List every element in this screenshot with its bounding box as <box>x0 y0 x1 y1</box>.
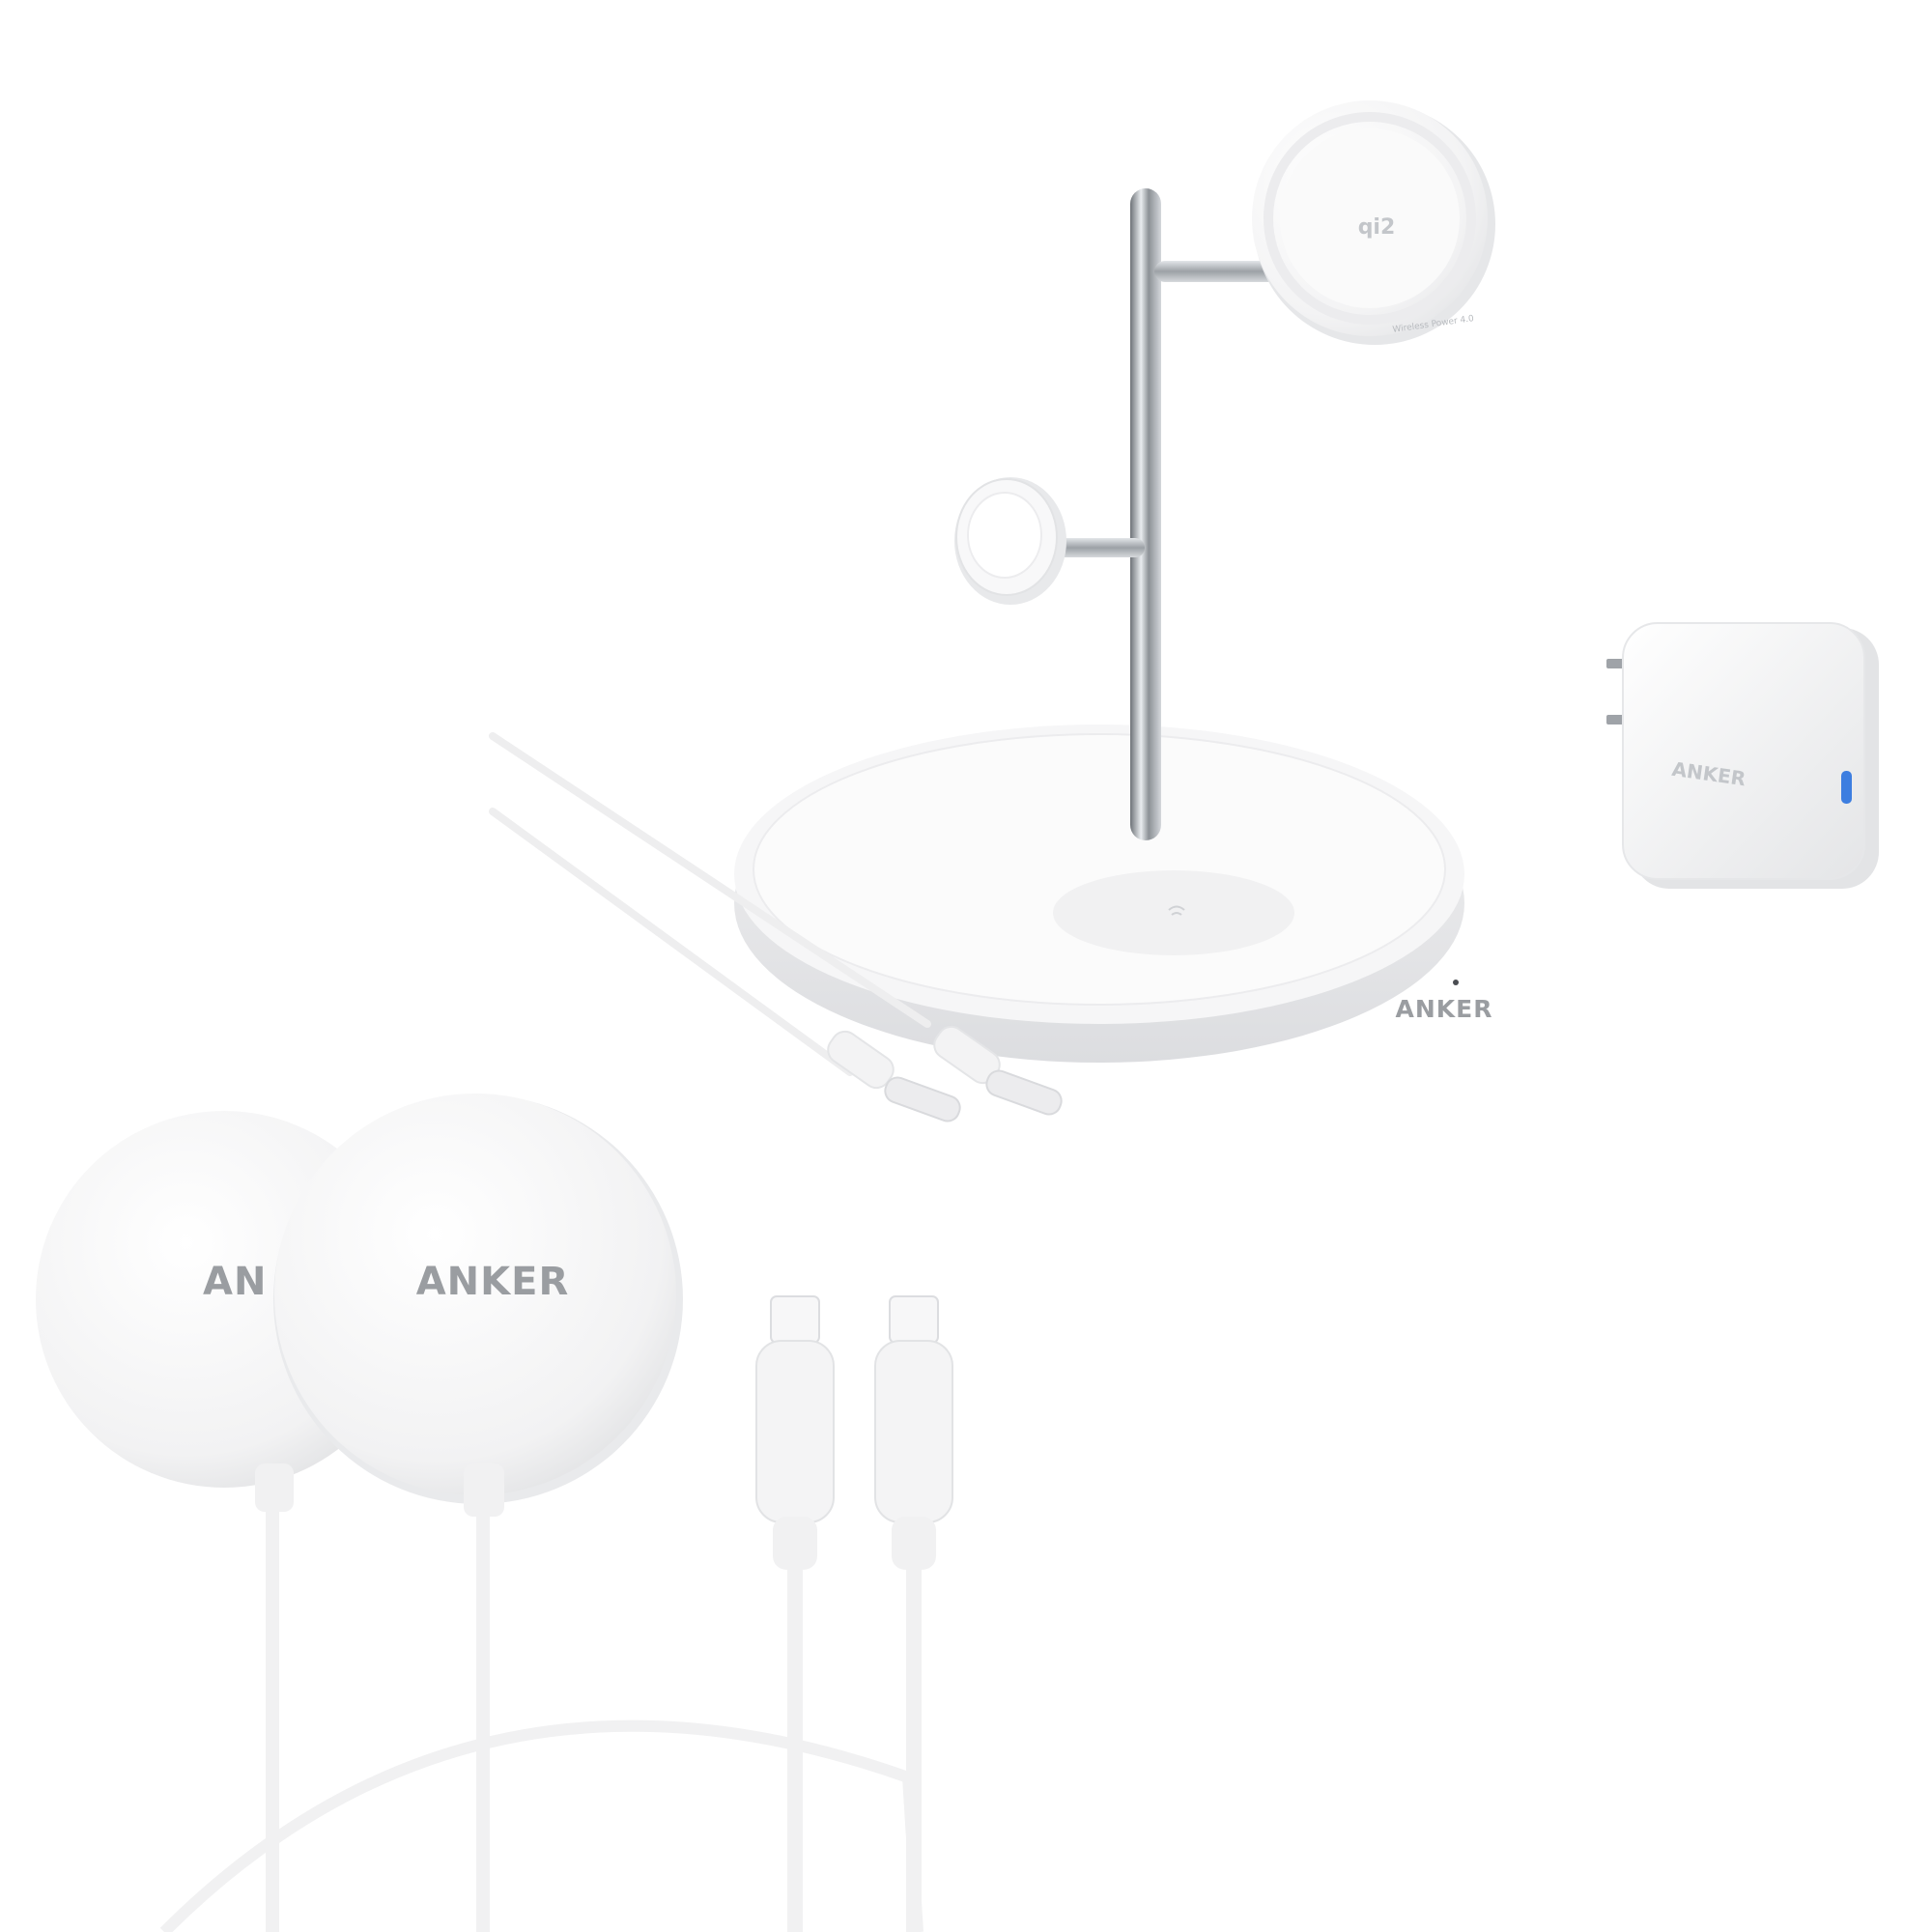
stand-brand-logo: ANKER <box>1396 995 1493 1023</box>
usb-c-cable-right <box>874 1295 953 1932</box>
qi2-logo: qi2 <box>1358 215 1396 240</box>
stand-base: ANKER <box>734 724 1492 1063</box>
stand-upper-arm <box>1154 261 1294 282</box>
magnetic-pad-right: ANKER <box>273 1094 683 1517</box>
cable-plug-right <box>933 1025 1063 1116</box>
pad-right-brand-logo: ANKER <box>416 1260 570 1304</box>
watch-charger <box>954 477 1066 605</box>
pad-left-brand-logo: AN <box>203 1260 267 1304</box>
stand-lower-arm <box>1053 538 1145 557</box>
wireless-charging-icon <box>1168 905 1185 916</box>
pad-cables <box>159 1507 923 1932</box>
power-adapter: ANKER <box>1606 622 1879 889</box>
cable-plug-left <box>827 1030 961 1122</box>
led-indicator <box>1453 980 1459 985</box>
stand-pole <box>1130 188 1161 840</box>
usb-c-cable-left <box>755 1295 835 1932</box>
charging-stand: ANKER qi2 Wireless Power 4.0 <box>734 100 1495 1063</box>
usb-c-port <box>1841 771 1852 804</box>
phone-charging-pad: qi2 Wireless Power 4.0 <box>1252 100 1495 345</box>
usb-c-cable-coiled <box>489 732 1063 1122</box>
